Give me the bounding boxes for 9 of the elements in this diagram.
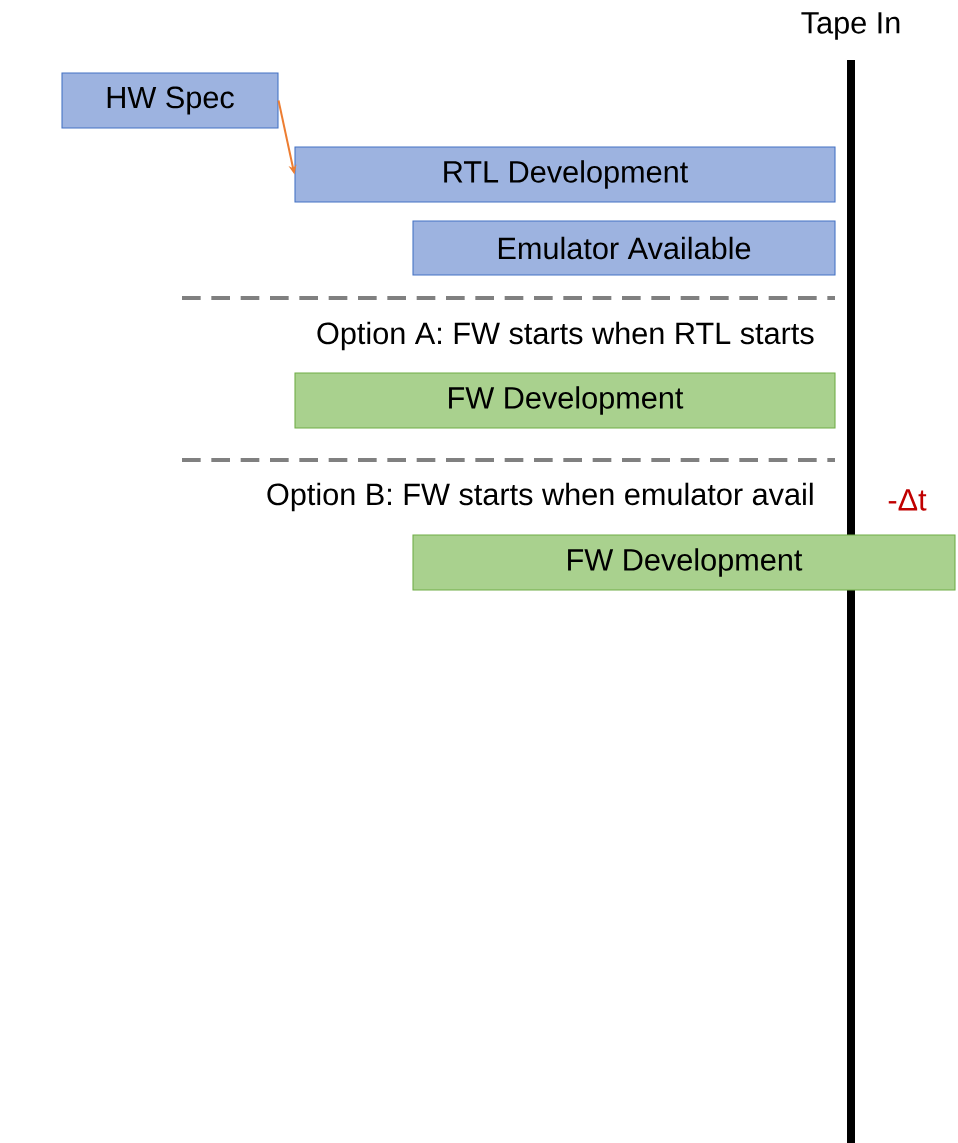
task-bar: RTL Development xyxy=(294,146,836,203)
task-bar: Emulator Available xyxy=(412,220,836,276)
task-bar: FW Development xyxy=(294,372,836,429)
task-bar: HW Spec xyxy=(61,72,279,129)
option-heading: Option A: FW starts when RTL starts xyxy=(317,321,814,351)
time-offset-label: -Δt xyxy=(888,489,927,511)
option-heading: Option B: FW starts when emulator avail xyxy=(267,482,813,512)
task-bar: FW Development xyxy=(412,534,956,591)
milestone-label: Tape In xyxy=(801,12,900,40)
